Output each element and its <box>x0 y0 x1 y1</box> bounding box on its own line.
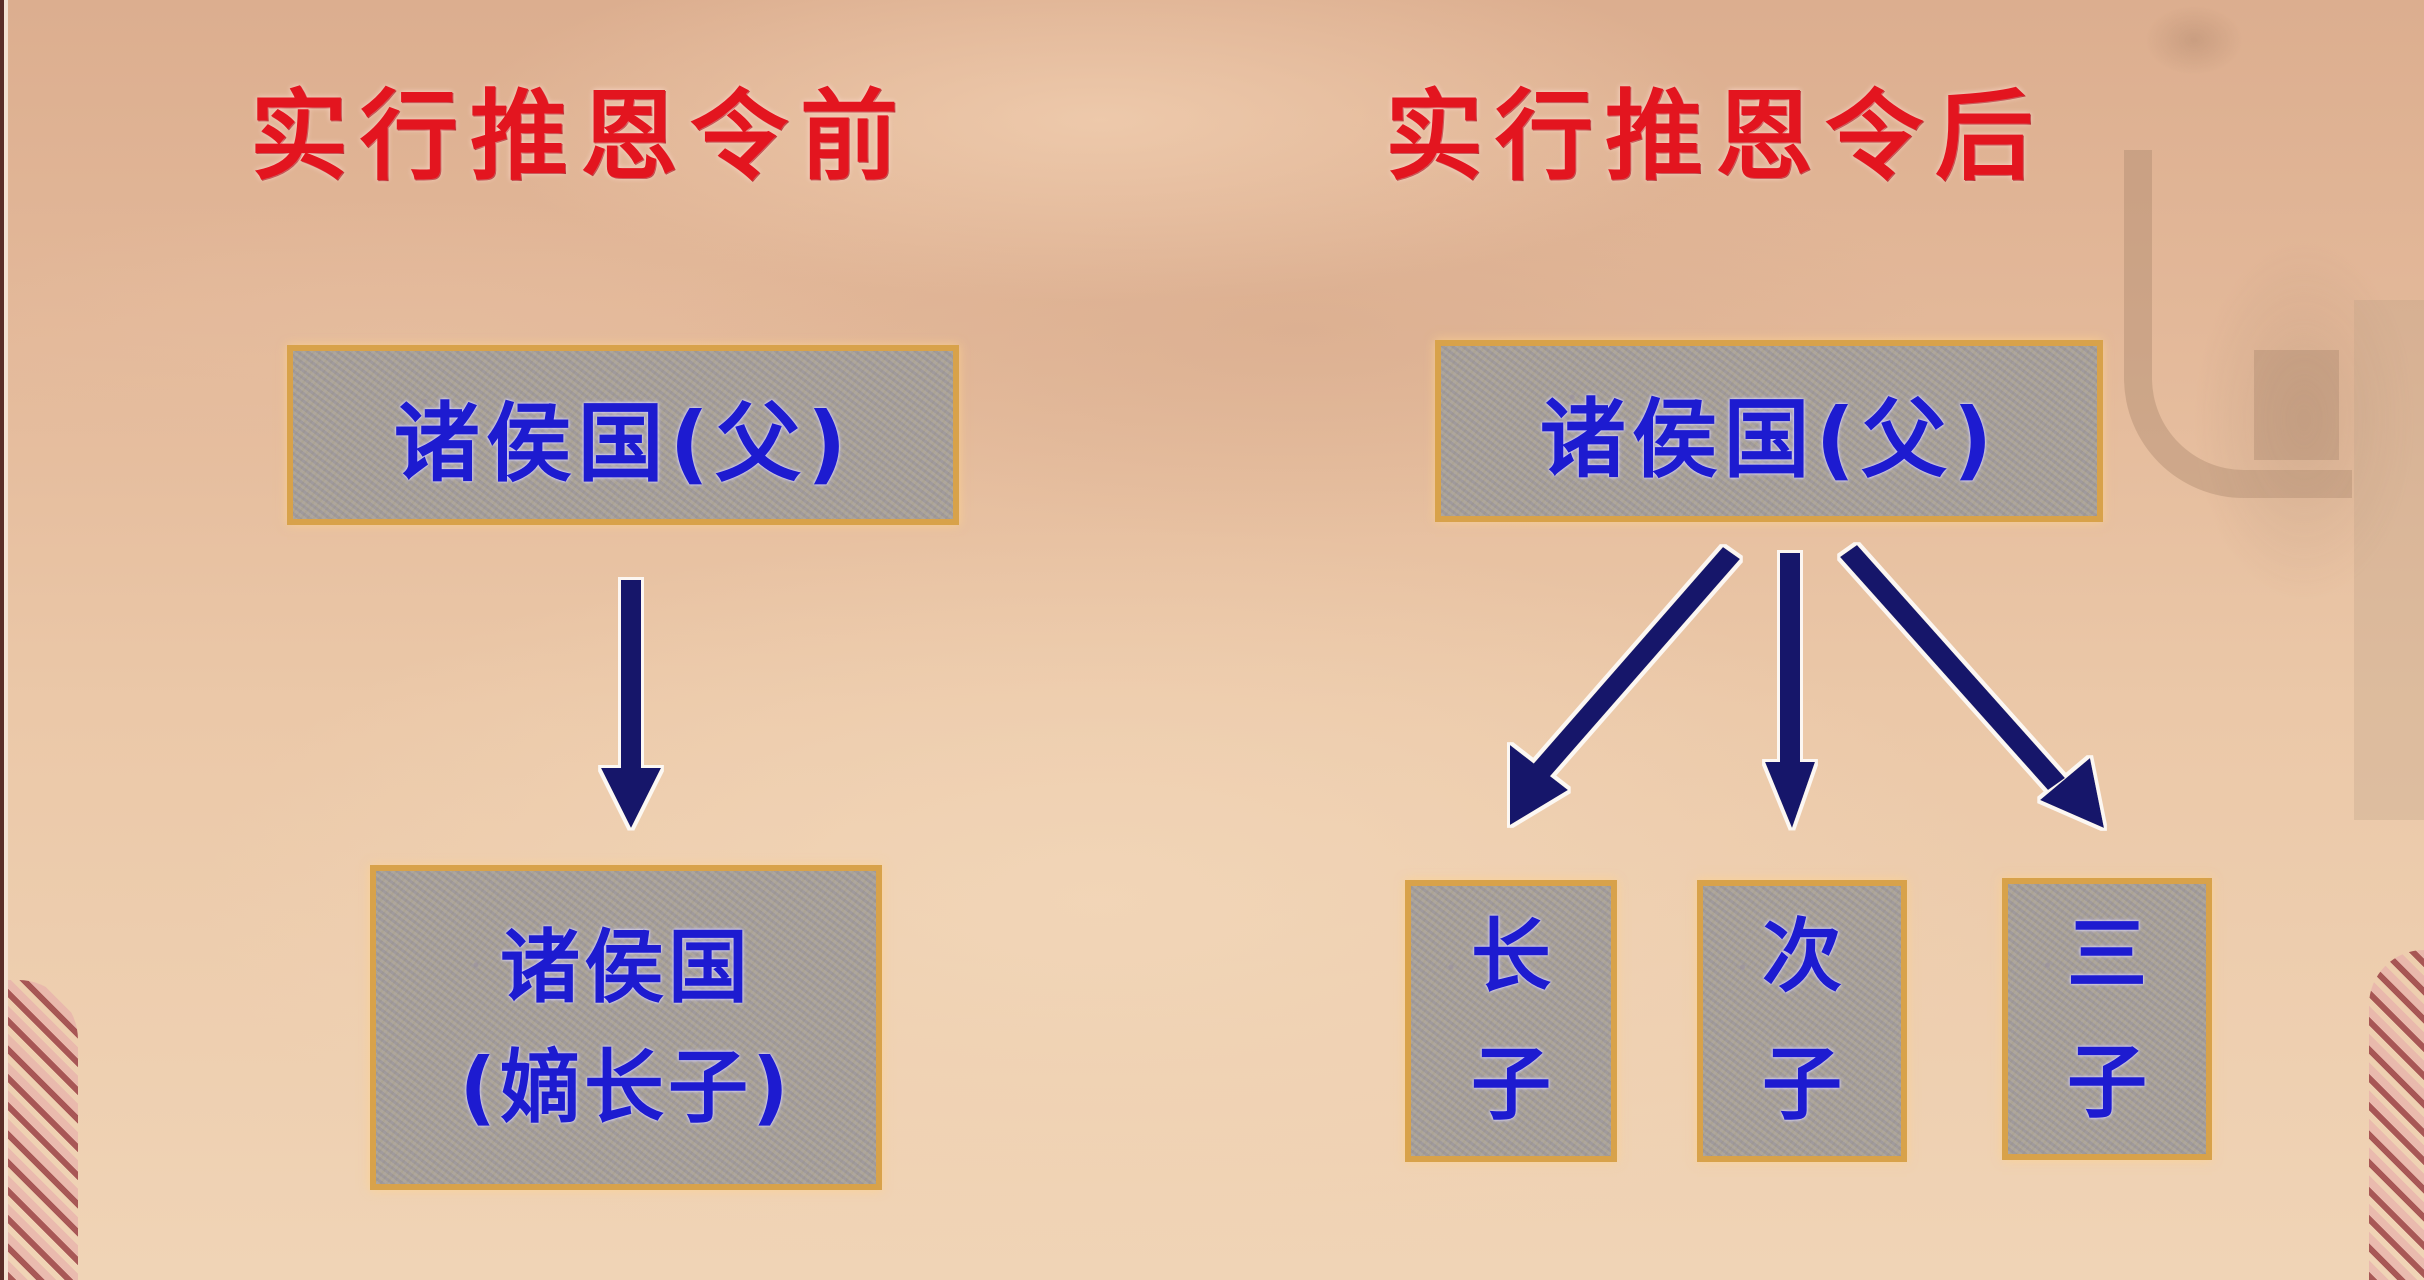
title-after-decree: 实行推恩令后 <box>1385 80 2046 194</box>
box-eldest-son: 长 子 <box>1405 880 1617 1162</box>
box-second-son: 次 子 <box>1697 880 1907 1162</box>
child-char-1: 三 <box>2067 908 2147 1001</box>
child-char-1: 次 <box>1762 910 1842 1003</box>
bronze-leg-shape <box>2254 350 2339 460</box>
child-char-2: 子 <box>1471 1038 1551 1131</box>
box-label: 诸侯国(父) <box>393 393 853 494</box>
arrow-down-icon <box>601 580 661 828</box>
floral-corner-ornament-right <box>2369 950 2424 1280</box>
box-label-line2: (嫡长子) <box>459 1040 793 1134</box>
slide-left-border <box>0 0 10 1280</box>
title-before-decree: 实行推恩令前 <box>250 80 911 194</box>
bronze-vessel-decoration <box>2044 0 2424 850</box>
box-vassal-state-father-before: 诸侯国(父) <box>287 345 959 525</box>
arrow-down-icon <box>1765 553 1815 828</box>
box-third-son: 三 子 <box>2002 878 2212 1160</box>
child-char-2: 子 <box>1762 1038 1842 1131</box>
box-vassal-state-father-after: 诸侯国(父) <box>1435 340 2103 522</box>
bronze-body-shape <box>2354 300 2424 820</box>
child-char-2: 子 <box>2067 1036 2147 1129</box>
box-label: 诸侯国(父) <box>1539 389 1999 490</box>
arrow-down-left-icon <box>1510 547 1740 825</box>
box-label-line1: 诸侯国 <box>500 920 752 1014</box>
floral-corner-ornament-left <box>8 980 78 1280</box>
box-vassal-state-eldest-heir: 诸侯国 (嫡长子) <box>370 865 882 1190</box>
child-char-1: 长 <box>1471 910 1551 1003</box>
